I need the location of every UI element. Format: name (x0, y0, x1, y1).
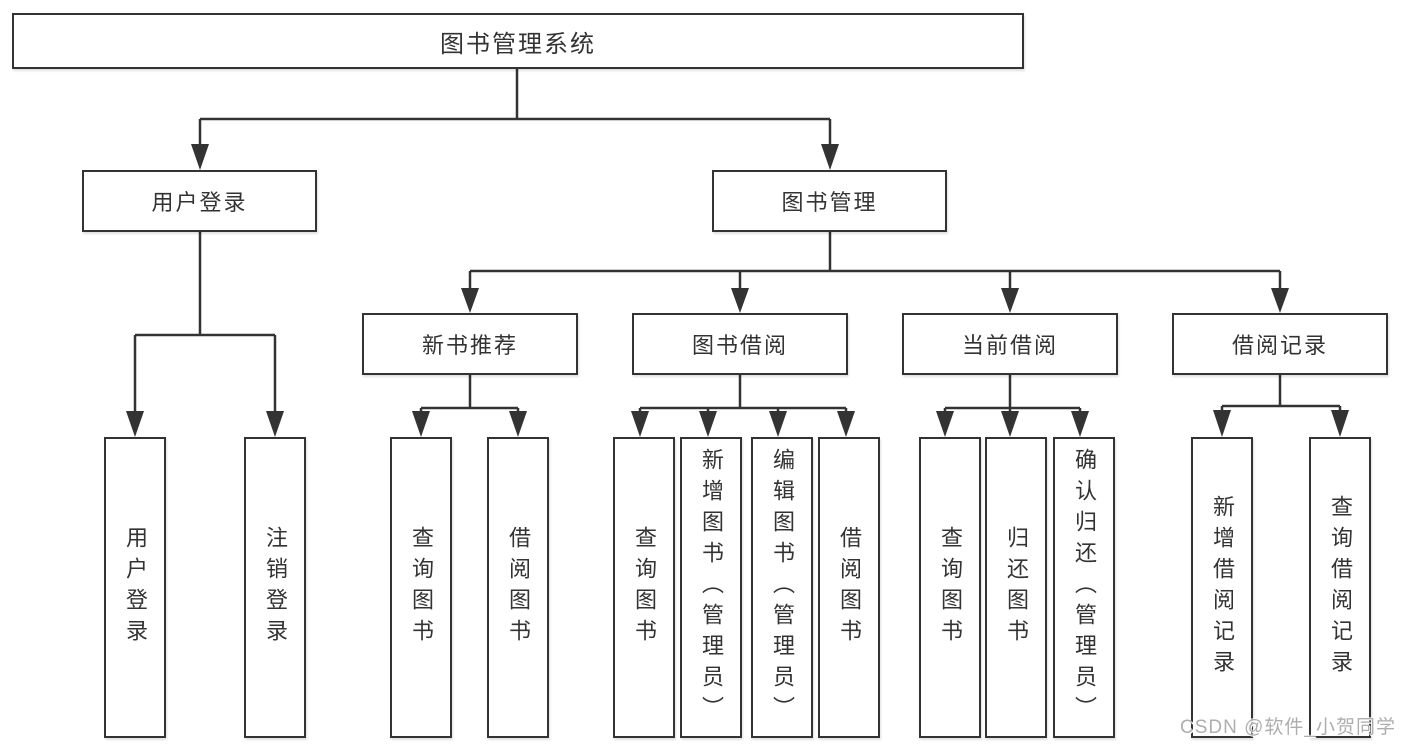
leaf-user-login: 用户登录 (104, 437, 166, 738)
leaf-add-borrow-record: 新增借阅记录 (1191, 437, 1253, 738)
node-book-management: 图书管理 (712, 170, 947, 232)
leaf-logout: 注销登录 (244, 437, 306, 738)
connector-root-to-level2 (198, 69, 832, 146)
leaf-return-books: 归还图书 (985, 437, 1047, 738)
node-current-borrow: 当前借阅 (902, 313, 1118, 375)
node-book-borrow: 图书借阅 (632, 313, 848, 375)
arrow-head (1071, 411, 1089, 437)
arrow-head (266, 411, 284, 437)
arrow-head (1001, 411, 1019, 437)
arrow-head (699, 411, 717, 437)
arrow-head (126, 411, 144, 437)
leaf-borrow-books: 借阅图书 (818, 437, 880, 738)
leaf-confirm-return-admin: 确认归还（管理员） (1053, 437, 1115, 738)
arrow-head (1001, 288, 1019, 313)
connector-borrow-records-children (1220, 375, 1342, 410)
arrow-head (1331, 410, 1349, 437)
leaf-add-books-admin: 新增图书（管理员） (680, 437, 742, 738)
arrowheads (126, 144, 1349, 437)
connector-new-book-children (419, 375, 520, 412)
connector-book-management-children (468, 232, 1282, 289)
connector-user-login-children (133, 232, 277, 412)
arrow-head (509, 411, 527, 437)
connector-book-borrow-children (638, 375, 848, 412)
arrow-head (1271, 288, 1289, 313)
arrow-head (936, 411, 954, 437)
node-user-login: 用户登录 (82, 170, 317, 232)
leaf-query-borrow-record: 查询借阅记录 (1309, 437, 1371, 738)
arrow-head (461, 288, 479, 313)
arrow-head (631, 411, 649, 437)
leaf-query-books-recommend: 查询图书 (390, 437, 452, 738)
arrow-head (837, 411, 855, 437)
leaf-borrow-books-recommend: 借阅图书 (487, 437, 549, 738)
leaf-edit-books-admin: 编辑图书（管理员） (751, 437, 813, 738)
arrow-head (1213, 410, 1231, 437)
connector-current-borrow-children (943, 375, 1082, 412)
arrow-head (821, 144, 839, 170)
leaf-query-books-borrow: 查询图书 (613, 437, 675, 738)
arrow-head (731, 288, 749, 313)
node-new-book-recommend: 新书推荐 (362, 313, 578, 375)
node-borrow-records: 借阅记录 (1172, 313, 1388, 375)
arrow-head (412, 411, 430, 437)
leaf-query-books-current: 查询图书 (919, 437, 981, 738)
csdn-watermark: CSDN @软件_小贺同学 (1180, 717, 1396, 738)
node-root: 图书管理系统 (12, 13, 1024, 69)
arrow-head (191, 144, 209, 170)
arrow-head (769, 411, 787, 437)
